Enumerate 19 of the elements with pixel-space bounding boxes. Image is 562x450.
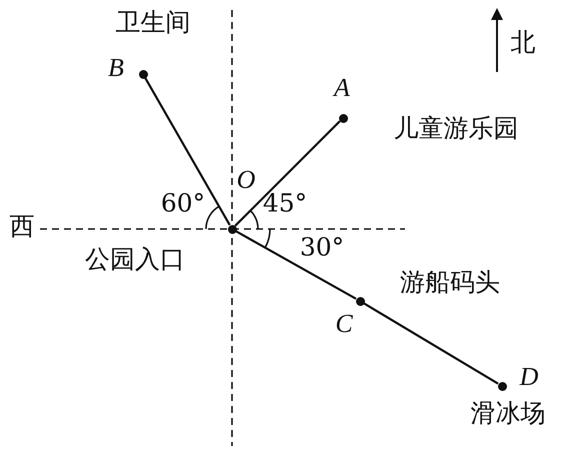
angle-label: 60°: [160, 190, 206, 216]
point-letter: O: [236, 167, 256, 193]
place-name: 卫生间: [116, 10, 190, 34]
place-name: 游船码头: [400, 270, 500, 294]
place-name: 公园入口: [85, 246, 185, 272]
place-name: 滑冰场: [470, 400, 546, 426]
point-letter: B: [108, 55, 124, 81]
place-name: 儿童游乐园: [394, 116, 518, 140]
direction-label: 西: [10, 214, 34, 238]
line-segment: [234, 120, 341, 227]
line-segment: [144, 77, 231, 226]
angle-label: 30°: [300, 234, 344, 260]
point-letter: D: [520, 364, 538, 390]
direction-label: 北: [510, 30, 536, 54]
point-letter: A: [334, 75, 350, 101]
angle-label: 45°: [262, 190, 308, 216]
line-segment: [363, 302, 499, 385]
point-letter: C: [335, 311, 353, 337]
line-segment: [235, 230, 357, 300]
